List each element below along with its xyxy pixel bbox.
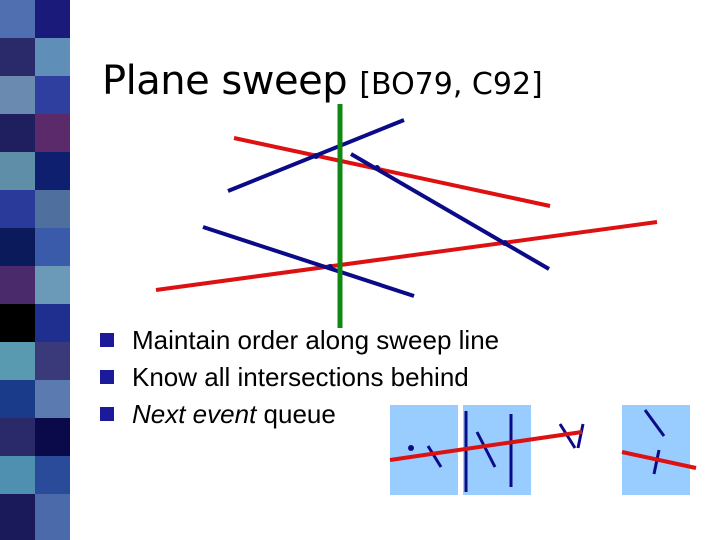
intersection-point [313,153,319,159]
blue-segment-3 [202,225,415,298]
bullet-marker [100,333,114,348]
bullet-marker [100,370,114,385]
bullet-list: Maintain order along sweep line Know all… [100,322,499,433]
intersection-point [502,240,508,246]
blue-segment-2 [349,152,551,271]
bullet-text: Maintain order along sweep line [132,325,500,355]
event-segment-b [576,423,585,449]
event-red-line-2 [621,450,697,470]
bullet-item: Next event queue [100,396,499,433]
bullet-text: Know all intersections behind [132,362,469,392]
bullet-text: queue [256,399,336,429]
red-segment-1 [233,136,551,208]
title-main: Plane sweep [102,58,360,104]
intersection-point [327,264,333,270]
slide-title: Plane sweep [BO79, C92] [102,58,543,104]
bullet-marker [100,407,114,422]
decorative-color-stripe [0,0,70,540]
title-reference: [BO79, C92] [359,67,543,102]
red-segment-2 [155,220,658,292]
event-box-3 [622,405,690,495]
bullet-emphasis: Next event [132,399,257,429]
event-red-line [389,430,583,462]
event-box-2 [463,405,531,495]
bullet-item: Maintain order along sweep line [100,322,499,359]
bullet-item: Know all intersections behind [100,359,499,396]
intersection-point [374,165,380,171]
